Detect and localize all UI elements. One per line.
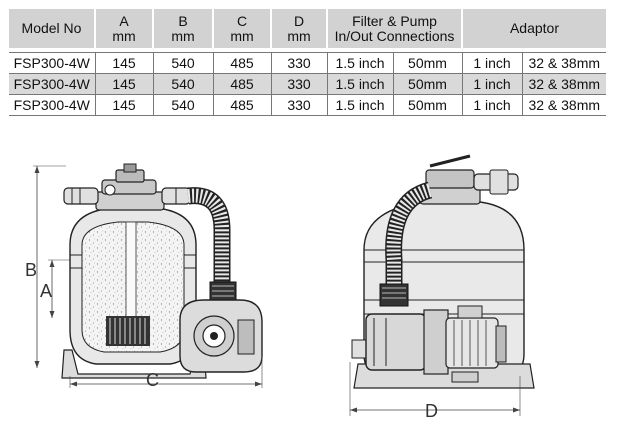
cell-filter-in: 1.5 inch [327,94,394,116]
multiport-valve [63,163,191,211]
cell-d: 330 [271,52,328,74]
filter-front-view-drawing: D [349,154,535,421]
table-row: FSP300-4W 145 540 485 330 1.5 inch 50mm … [9,73,606,95]
filter-side-view-drawing: B A [25,163,263,390]
cell-a: 145 [95,73,154,95]
label-c: C [146,370,159,390]
dimension-d [349,362,521,416]
cell-adaptor-1: 1 inch [462,94,523,116]
table-row: FSP300-4W 145 540 485 330 1.5 inch 50mm … [9,52,606,74]
cell-adaptor-2: 32 & 38mm [522,94,606,116]
label-b: B [25,260,37,280]
cell-c: 485 [213,94,272,116]
cell-adaptor-2: 32 & 38mm [522,52,606,74]
cell-adaptor-1: 1 inch [462,52,523,74]
hose-front [386,183,433,290]
cell-filter-out: 50mm [393,94,463,116]
pump [179,299,263,373]
cell-d: 330 [271,73,328,95]
dimension-c [69,356,263,388]
cell-filter-in: 1.5 inch [327,73,394,95]
label-d: D [425,401,438,421]
cell-b: 540 [153,94,214,116]
hose-connector-front [379,283,409,307]
cell-c: 485 [213,73,272,95]
cell-d: 330 [271,94,328,116]
cell-b: 540 [153,73,214,95]
cell-model: FSP300-4W [9,73,96,95]
cell-adaptor-1: 1 inch [462,73,523,95]
header-model-no: Model No [9,9,96,48]
cell-adaptor-2: 32 & 38mm [522,73,606,95]
hose [187,188,229,286]
cell-filter-out: 50mm [393,73,463,95]
cell-c: 485 [213,52,272,74]
cell-b: 540 [153,52,214,74]
cell-filter-in: 1.5 inch [327,52,394,74]
label-a: A [40,281,52,301]
cell-filter-out: 50mm [393,52,463,74]
cell-a: 145 [95,52,154,74]
dimension-a [48,259,72,318]
cell-a: 145 [95,94,154,116]
cell-model: FSP300-4W [9,94,96,116]
dimension-b [33,165,66,368]
filter-tank [61,207,207,379]
header-adaptor: Adaptor [462,9,606,48]
cell-model: FSP300-4W [9,52,96,74]
multiport-valve-front [419,154,519,205]
pump-front [351,305,507,383]
table-row: FSP300-4W 145 540 485 330 1.5 inch 50mm … [9,94,606,116]
